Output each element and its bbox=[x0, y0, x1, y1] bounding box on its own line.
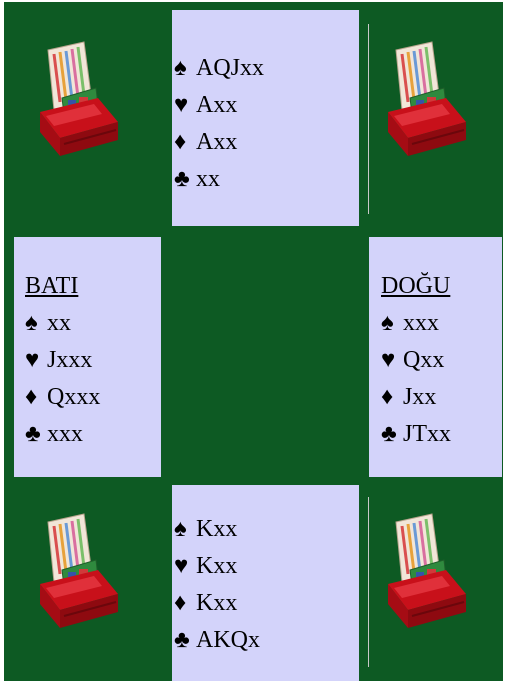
west-spades: ♠xx bbox=[25, 305, 161, 342]
bidding-box-icon bbox=[380, 40, 472, 158]
spade-icon: ♠ bbox=[174, 50, 196, 87]
east-diamonds: ♦Jxx bbox=[381, 379, 502, 416]
diamond-icon: ♦ bbox=[25, 379, 47, 416]
club-icon: ♣ bbox=[25, 416, 47, 453]
club-icon: ♣ bbox=[174, 622, 196, 659]
south-hearts: ♥Kxx bbox=[174, 548, 359, 585]
north-hearts: ♥Axx bbox=[174, 87, 359, 124]
club-icon: ♣ bbox=[174, 161, 196, 198]
diamond-icon: ♦ bbox=[174, 585, 196, 622]
heart-icon: ♥ bbox=[25, 342, 47, 379]
east-clubs: ♣JTxx bbox=[381, 416, 502, 453]
west-hand: BATI ♠xx ♥Jxxx ♦Qxxx ♣xxx bbox=[14, 237, 161, 477]
west-player-name: BATI bbox=[25, 268, 161, 305]
west-clubs: ♣xxx bbox=[25, 416, 161, 453]
north-spades: ♠AQJxx bbox=[174, 50, 359, 87]
bridge-table: ♠AQJxx ♥Axx ♦Axx ♣xx BATI ♠xx ♥Jxxx ♦Qxx… bbox=[4, 2, 503, 681]
divider bbox=[368, 497, 369, 667]
bidding-box-icon bbox=[380, 512, 472, 630]
east-hand: DOĞU ♠xxx ♥Qxx ♦Jxx ♣JTxx bbox=[369, 237, 502, 477]
east-hearts: ♥Qxx bbox=[381, 342, 502, 379]
east-spades: ♠xxx bbox=[381, 305, 502, 342]
diamond-icon: ♦ bbox=[381, 379, 403, 416]
spade-icon: ♠ bbox=[381, 305, 403, 342]
south-diamonds: ♦Kxx bbox=[174, 585, 359, 622]
bidding-box-icon bbox=[32, 40, 124, 158]
spade-icon: ♠ bbox=[25, 305, 47, 342]
north-clubs: ♣xx bbox=[174, 161, 359, 198]
south-clubs: ♣AKQx bbox=[174, 622, 359, 659]
heart-icon: ♥ bbox=[174, 548, 196, 585]
west-hearts: ♥Jxxx bbox=[25, 342, 161, 379]
east-player-name: DOĞU bbox=[381, 268, 502, 305]
south-spades: ♠Kxx bbox=[174, 511, 359, 548]
south-hand: ♠Kxx ♥Kxx ♦Kxx ♣AKQx bbox=[172, 485, 359, 681]
north-hand: ♠AQJxx ♥Axx ♦Axx ♣xx bbox=[172, 10, 359, 226]
heart-icon: ♥ bbox=[174, 87, 196, 124]
divider bbox=[368, 24, 369, 214]
heart-icon: ♥ bbox=[381, 342, 403, 379]
diamond-icon: ♦ bbox=[174, 124, 196, 161]
north-diamonds: ♦Axx bbox=[174, 124, 359, 161]
west-diamonds: ♦Qxxx bbox=[25, 379, 161, 416]
club-icon: ♣ bbox=[381, 416, 403, 453]
spade-icon: ♠ bbox=[174, 511, 196, 548]
bidding-box-icon bbox=[32, 512, 124, 630]
